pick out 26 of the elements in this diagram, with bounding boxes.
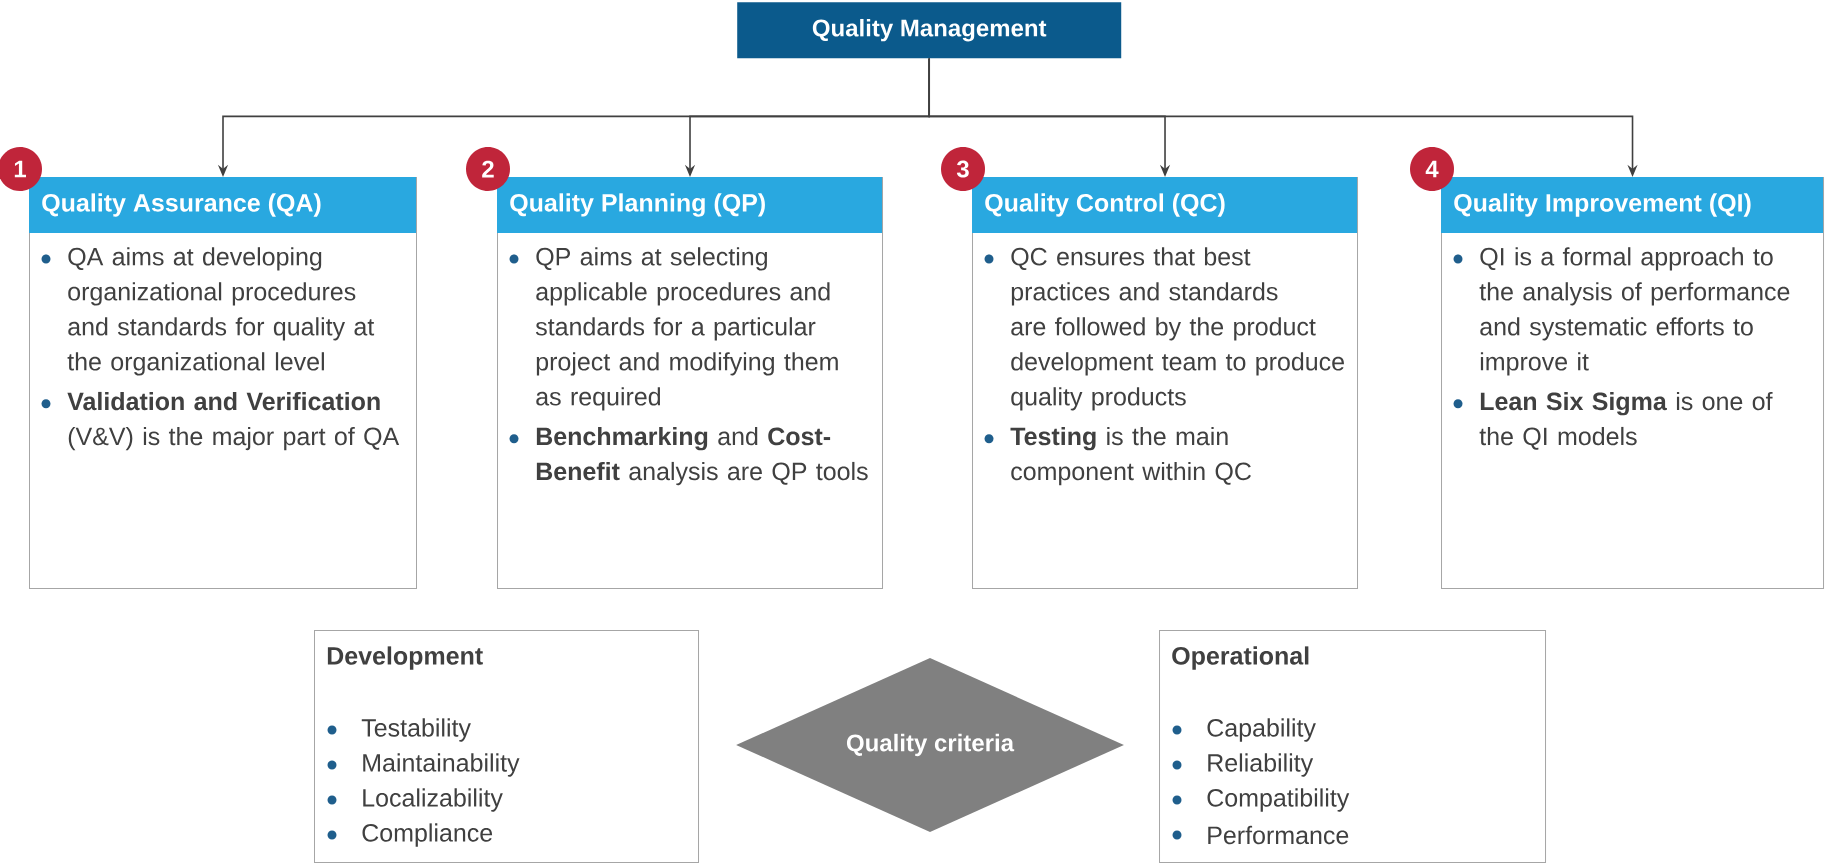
list-box bbox=[1159, 630, 1546, 863]
number-badge: 4 bbox=[1410, 147, 1454, 191]
bullet-item: Localizability bbox=[327, 788, 503, 812]
list-heading: Development bbox=[327, 646, 483, 670]
bullet-item: Testing is the main component within QC bbox=[984, 426, 1251, 486]
bullet-item: Performance bbox=[1172, 825, 1349, 845]
bullet-item: Maintainability bbox=[327, 753, 520, 777]
list-box bbox=[314, 630, 699, 863]
card-heading: Quality Control (QC) bbox=[972, 177, 1357, 233]
bullet-item: Validation and Verification (V&V) is the major part of QA bbox=[41, 391, 400, 451]
bullet-item: Lean Six Sigma is one of the QI models bbox=[1453, 391, 1773, 450]
bullet-item: Reliability bbox=[1172, 753, 1314, 777]
bullet-item: Testability bbox=[327, 718, 471, 742]
bullet-item: Compliance bbox=[327, 823, 493, 847]
list-heading: Operational bbox=[1172, 646, 1309, 670]
bullet-item: Capability bbox=[1172, 718, 1316, 742]
bullet-item: QA aims at developing organizational procedures and standards for quality at the organizational level bbox=[41, 247, 375, 376]
card-heading: Quality Assurance (QA) bbox=[29, 177, 416, 233]
bullet-item: Compatibility bbox=[1172, 788, 1350, 812]
bullet-item: Benchmarking and Cost-Benefit analysis are QP tools bbox=[509, 426, 868, 486]
number-badge: 2 bbox=[466, 147, 510, 191]
number-badge: 3 bbox=[941, 147, 985, 191]
title-box: Quality Management bbox=[737, 2, 1122, 59]
card-heading: Quality Planning (QP) bbox=[497, 177, 882, 233]
number-badge: 1 bbox=[0, 147, 42, 191]
card-heading: Quality Improvement (QI) bbox=[1441, 177, 1823, 233]
